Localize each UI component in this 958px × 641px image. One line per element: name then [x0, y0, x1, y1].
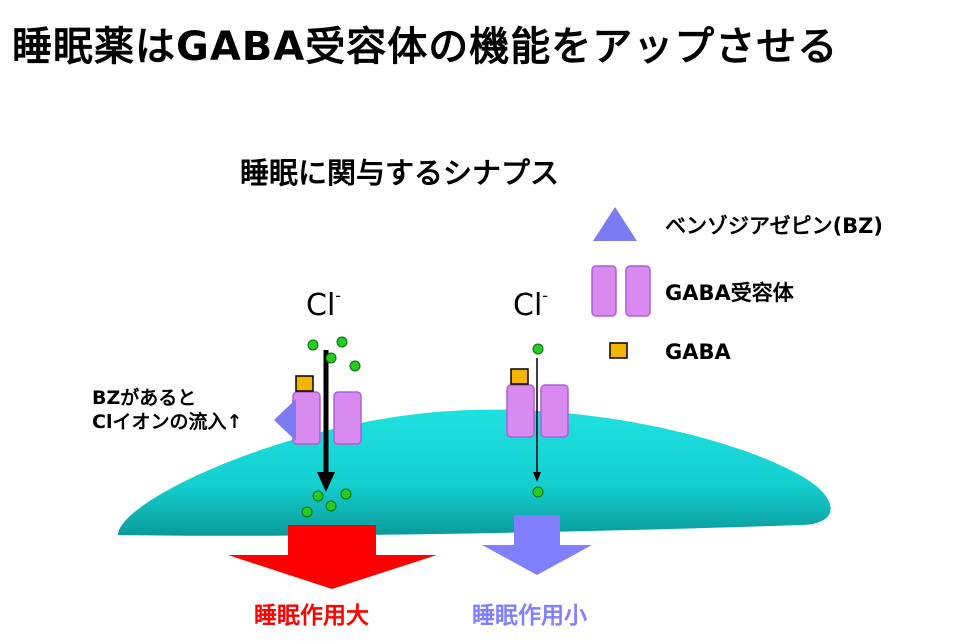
- chloride-ion-right-top: [532, 343, 544, 355]
- legend-bz-icon: [593, 207, 637, 241]
- chloride-ion-right-bottom: [532, 486, 544, 498]
- ion-flow-arrow-large: [317, 350, 335, 492]
- effect-arrow-large: [228, 525, 437, 589]
- bz-annotation-line2: Clイオンの流入↑: [92, 411, 243, 433]
- legend-bz-label: ベンゾジアゼピン(BZ): [665, 214, 884, 238]
- chloride-label-right: Cl-: [513, 286, 549, 323]
- effect-arrow-small: [482, 515, 592, 575]
- legend-receptor-icon: [591, 265, 651, 317]
- chloride-ions-left-top: [307, 336, 361, 372]
- gaba-molecule-left: [295, 375, 314, 392]
- bz-annotation-line1: BZがあると: [92, 387, 197, 409]
- legend-gaba-icon: [609, 342, 628, 359]
- bz-annotation: BZがあると Clイオンの流入↑: [92, 386, 242, 434]
- page-title: 睡眠薬はGABA受容体の機能をアップさせる: [12, 24, 839, 70]
- chloride-label-left: Cl-: [306, 286, 342, 323]
- gaba-molecule-right: [510, 368, 529, 385]
- gaba-receptor-right: [506, 384, 569, 438]
- effect-label-large: 睡眠作用大: [254, 603, 369, 629]
- legend-receptor-label: GABA受容体: [665, 281, 794, 305]
- ion-flow-arrow-small: [533, 358, 541, 482]
- chloride-ions-left-bottom: [301, 488, 352, 518]
- bz-triangle-left: [274, 399, 296, 441]
- gaba-receptor-left: [292, 391, 362, 445]
- diagram-subtitle: 睡眠に関与するシナプス: [240, 156, 560, 190]
- legend-gaba-label: GABA: [665, 340, 731, 364]
- effect-label-small: 睡眠作用小: [472, 603, 587, 629]
